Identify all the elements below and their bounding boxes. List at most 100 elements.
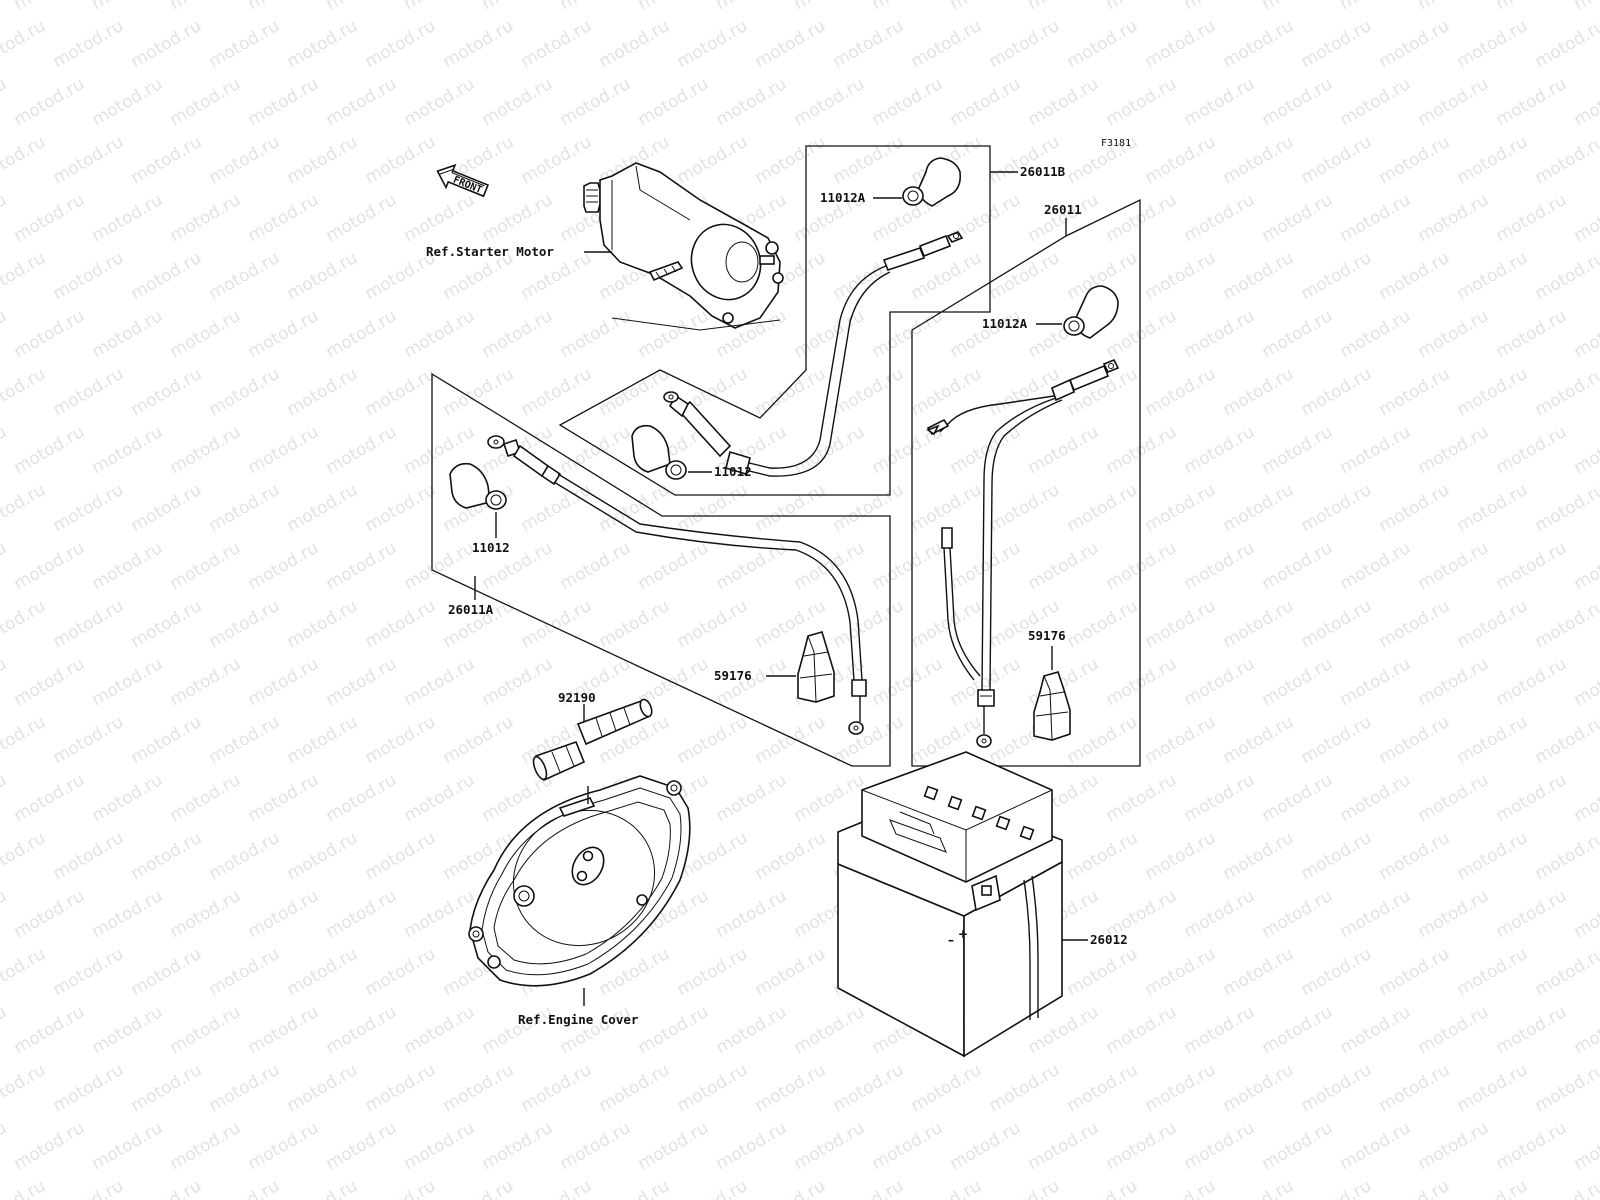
watermark-text: motod.ru	[0, 190, 10, 246]
watermark-text: motod.ru	[284, 596, 362, 652]
watermark-text: motod.ru	[1298, 596, 1376, 652]
watermark-text: motod.ru	[1064, 1060, 1142, 1116]
watermark-text: motod.ru	[752, 16, 830, 72]
watermark-text: motod.ru	[1181, 770, 1259, 826]
watermark-text: motod.ru	[323, 0, 401, 14]
watermark-text: motod.ru	[0, 1118, 10, 1174]
watermark-text: motod.ru	[167, 654, 245, 710]
watermark-text: motod.ru	[1571, 654, 1600, 710]
watermark-text: motod.ru	[89, 770, 167, 826]
watermark-text: motod.ru	[635, 74, 713, 130]
watermark-text: motod.ru	[830, 132, 908, 188]
figure-code: F3181	[1101, 138, 1131, 149]
watermark-text: motod.ru	[1532, 132, 1600, 188]
watermark-text: motod.ru	[1142, 480, 1220, 536]
watermark-text: motod.ru	[1181, 422, 1259, 478]
watermark-text: motod.ru	[167, 1002, 245, 1058]
watermark-text: motod.ru	[1259, 538, 1337, 594]
watermark-text: motod.ru	[947, 0, 1025, 14]
watermark-text: motod.ru	[1220, 596, 1298, 652]
watermark-text: motod.ru	[1220, 944, 1298, 1000]
watermark-text: motod.ru	[1454, 132, 1532, 188]
watermark-text: motod.ru	[1142, 1060, 1220, 1116]
watermark-text: motod.ru	[479, 1002, 557, 1058]
watermark-text: motod.ru	[830, 596, 908, 652]
watermark-text: motod.ru	[323, 306, 401, 362]
watermark-text: motod.ru	[0, 886, 10, 942]
watermark-text: motod.ru	[1454, 480, 1532, 536]
watermark-text: motod.ru	[362, 712, 440, 768]
watermark-text: motod.ru	[323, 74, 401, 130]
watermark-text: motod.ru	[947, 422, 1025, 478]
watermark-text: motod.ru	[674, 16, 752, 72]
watermark-text: motod.ru	[89, 1118, 167, 1174]
watermark-text: motod.ru	[50, 480, 128, 536]
watermark-text: motod.ru	[1142, 1176, 1220, 1200]
watermark-text: motod.ru	[167, 306, 245, 362]
watermark-text: motod.ru	[947, 74, 1025, 130]
watermark-text: motod.ru	[1376, 132, 1454, 188]
watermark-text: motod.ru	[791, 538, 869, 594]
watermark-text: motod.ru	[11, 190, 89, 246]
watermark-text: motod.ru	[1064, 596, 1142, 652]
watermark-text: motod.ru	[1454, 16, 1532, 72]
watermark-text: motod.ru	[1532, 944, 1600, 1000]
watermark-text: motod.ru	[128, 248, 206, 304]
watermark-text: motod.ru	[1454, 944, 1532, 1000]
watermark-text: motod.ru	[362, 1060, 440, 1116]
watermark-text: motod.ru	[1376, 596, 1454, 652]
watermark-text: motod.ru	[1337, 770, 1415, 826]
watermark-text: motod.ru	[245, 190, 323, 246]
watermark-text: motod.ru	[245, 770, 323, 826]
watermark-text: motod.ru	[1025, 0, 1103, 14]
watermark-text: motod.ru	[11, 654, 89, 710]
watermark-text: motod.ru	[401, 654, 479, 710]
watermark-text: motod.ru	[1493, 1118, 1571, 1174]
watermark-text: motod.ru	[1298, 1060, 1376, 1116]
watermark-text: motod.ru	[128, 1060, 206, 1116]
watermark-text: motod.ru	[0, 306, 10, 362]
watermark-text: motod.ru	[1298, 16, 1376, 72]
watermark-text: motod.ru	[206, 712, 284, 768]
watermark-text: motod.ru	[89, 654, 167, 710]
watermark-text: motod.ru	[11, 422, 89, 478]
watermark-text: motod.ru	[1571, 1002, 1600, 1058]
watermark-text: motod.ru	[1454, 248, 1532, 304]
watermark-text: motod.ru	[0, 770, 10, 826]
watermark-text: motod.ru	[362, 364, 440, 420]
watermark-text: motod.ru	[1220, 1176, 1298, 1200]
watermark-text: motod.ru	[986, 132, 1064, 188]
watermark-text: motod.ru	[908, 16, 986, 72]
watermark-text: motod.ru	[1064, 1176, 1142, 1200]
watermark-text: motod.ru	[869, 538, 947, 594]
watermark-text: motod.ru	[1415, 538, 1493, 594]
watermark-text: motod.ru	[1415, 1002, 1493, 1058]
watermark-text: motod.ru	[1571, 74, 1600, 130]
watermark-text: motod.ru	[1181, 1118, 1259, 1174]
watermark-text: motod.ru	[791, 1002, 869, 1058]
watermark-text: motod.ru	[713, 1002, 791, 1058]
watermark-text: motod.ru	[1298, 248, 1376, 304]
battery-positive-mark: +	[958, 927, 968, 941]
watermark-text: motod.ru	[0, 1176, 49, 1200]
cable-26011a	[487, 435, 867, 735]
battery-negative-mark: –	[948, 933, 954, 947]
watermark-text: motod.ru	[128, 712, 206, 768]
watermark-text: motod.ru	[752, 1060, 830, 1116]
watermark-text: motod.ru	[1337, 1002, 1415, 1058]
watermark-text: motod.ru	[908, 1060, 986, 1116]
watermark-text: motod.ru	[11, 886, 89, 942]
watermark-text: motod.ru	[440, 1176, 518, 1200]
watermark-text: motod.ru	[284, 1060, 362, 1116]
watermark-text: motod.ru	[1376, 480, 1454, 536]
starter-motor	[583, 162, 784, 331]
watermark-text: motod.ru	[1142, 248, 1220, 304]
watermark-text: motod.ru	[635, 1002, 713, 1058]
watermark-text: motod.ru	[479, 654, 557, 710]
watermark-text: motod.ru	[1415, 886, 1493, 942]
watermark-text: motod.ru	[1103, 654, 1181, 710]
watermark-text: motod.ru	[1259, 190, 1337, 246]
watermark-text: motod.ru	[89, 538, 167, 594]
watermark-text: motod.ru	[1493, 538, 1571, 594]
watermark-text: motod.ru	[323, 1118, 401, 1174]
